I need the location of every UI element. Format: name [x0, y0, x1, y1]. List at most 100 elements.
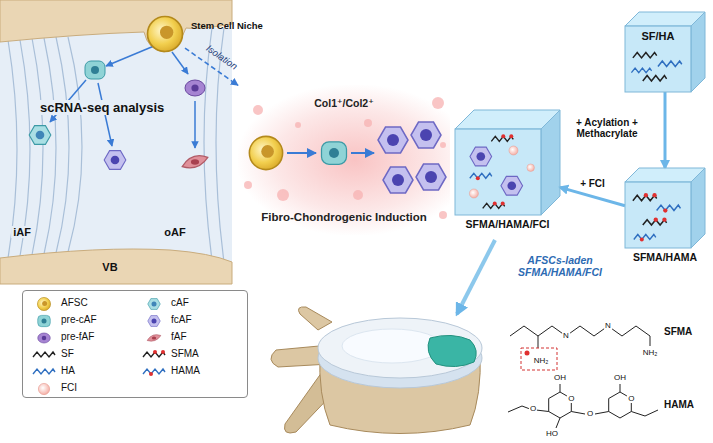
intervertebral-disc: [0, 28, 232, 262]
fci-bubble: [277, 189, 289, 201]
polymer-chain: [643, 218, 667, 226]
atom-label: O: [586, 410, 594, 418]
intervertebral-disc: [44, 38, 56, 254]
intervertebral-disc: [32, 38, 43, 255]
vertebra-illustration: [342, 329, 442, 363]
chemical-structure: [631, 410, 658, 416]
cell-icon: [148, 17, 183, 52]
hydrogel-cube: [455, 129, 541, 215]
cell-icon: [501, 176, 523, 195]
vertebra-illustration: [298, 307, 332, 330]
hydrogel-cube: [625, 26, 691, 92]
node-label: Stem Cell Niche: [191, 20, 263, 31]
atom-label: NH₂: [642, 349, 659, 357]
hydrogel-cube: [691, 168, 705, 248]
legend-icon: [31, 381, 57, 397]
node-label: SFMA/HAMA: [625, 251, 705, 263]
chemical-structure: [521, 348, 557, 370]
legend-icon: [147, 335, 161, 341]
atom-label: OH: [613, 374, 627, 382]
legend-label: AFSC: [61, 297, 88, 308]
connector: [664, 92, 667, 168]
cell-icon: [411, 122, 441, 148]
polymer-chain: [633, 52, 657, 57]
node-shape: [625, 12, 705, 92]
legend-icon: [141, 364, 167, 380]
vertebra-illustration: [318, 318, 482, 378]
chemical-structure: [571, 412, 585, 415]
atom-label: O: [529, 405, 537, 413]
atom-label: NH₂: [533, 357, 550, 365]
region-label: VB: [100, 261, 119, 273]
legend-icon: [143, 350, 165, 357]
legend-icon: [141, 313, 167, 329]
edge-label: Isolation: [204, 42, 239, 71]
polymer-chain: [483, 201, 505, 208]
legend-icon: [33, 369, 55, 374]
legend-label: HAMA: [171, 365, 200, 376]
molecule-name: SFMA: [664, 326, 692, 337]
panel-heading: scRNA-seq analysis: [38, 100, 166, 115]
hydrogel-cube: [691, 12, 705, 92]
chemical-structure: [620, 384, 621, 392]
legend-label: pre-fAF: [61, 331, 94, 342]
node-label: SF/HA: [625, 30, 691, 42]
polymer-chain: [491, 134, 513, 141]
polymer-chain: [631, 68, 651, 73]
atom-label: O: [567, 395, 575, 403]
cell: [85, 61, 105, 79]
lineage-arrow: [172, 52, 188, 74]
intervertebral-disc: [8, 28, 224, 262]
atom-label: N: [562, 332, 570, 340]
legend-icon: [38, 383, 49, 394]
legend-label: FCI: [61, 382, 77, 393]
legend-label: fAF: [171, 331, 187, 342]
fci-bubble: [295, 122, 301, 128]
node-shape: [455, 110, 560, 235]
legend-label: SFMA: [171, 348, 199, 359]
stem-cell-niche: Stem Cell Niche: [145, 14, 185, 54]
cell: [29, 126, 51, 145]
node-label: SFMA/HAMA/FCI: [455, 218, 560, 230]
legend-icon: [141, 296, 167, 312]
legend-label: SF: [61, 348, 74, 359]
fci-bubble: [439, 211, 447, 219]
legend-icon: [141, 347, 167, 363]
fci-bubble: [244, 181, 252, 189]
legend-icon: [33, 352, 55, 357]
edge-label: + Acylation + Methacrylate: [571, 117, 643, 139]
polymer-chain: [634, 234, 656, 241]
vertebra-illustration: [271, 307, 482, 434]
chemical-structure: [650, 336, 651, 346]
legend-icon: [31, 364, 57, 380]
cell: [182, 156, 208, 168]
hydrogel-cube: SF/HA: [625, 12, 705, 92]
polymer-chain: [633, 193, 657, 201]
injection-arrow: [457, 240, 495, 314]
fci-bubble: [364, 119, 372, 127]
chemical-structure: [538, 336, 539, 348]
legend-icon: [31, 330, 57, 346]
lineage-arrow: [194, 101, 196, 148]
legend-label: cAF: [171, 297, 189, 308]
legend-box: AFSCcAFpre-cAFfcAFpre-fAFfAFSFSFMAHAHAMA…: [22, 290, 248, 398]
cell-icon: [470, 147, 492, 166]
legend-icon: [148, 316, 161, 327]
cell-icon: [383, 167, 413, 193]
polymer-chain: [470, 173, 492, 180]
cell-icon: [378, 127, 408, 153]
chemical-structure: [510, 326, 650, 336]
legend-icon: [38, 333, 51, 343]
chemical-structure: [556, 418, 560, 428]
cell-icon: [416, 164, 446, 190]
legend-icon: [148, 299, 161, 310]
fci-particle: [527, 164, 535, 172]
induction-region: Col1⁺/Col2⁺Fibro-Chondrogenic Induction: [238, 85, 450, 235]
node-label: Col1⁺/Col2⁺: [238, 97, 450, 109]
node-shape: [145, 14, 185, 54]
region-label: iAF: [11, 226, 33, 238]
vertebra-illustration: [428, 335, 476, 366]
fci-bubble: [440, 142, 446, 148]
cell: [185, 80, 205, 96]
